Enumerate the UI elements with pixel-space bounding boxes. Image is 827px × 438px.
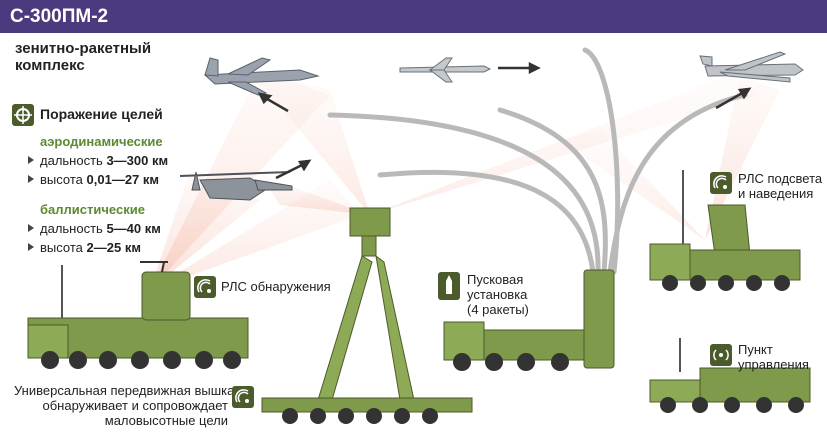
tower-label: Универсальная передвижная вышка обнаружи… [14,383,235,428]
radar-icon [194,276,216,298]
missile-trajectories [327,47,748,275]
missile-arrows [257,61,752,180]
title-bar: С-300ПМ-2 [0,0,827,33]
mobile-tower [261,207,473,424]
missile-icon [438,272,460,300]
subtitle-line-2: комплекс [15,57,85,74]
aero-heading: аэродинамические [40,134,163,149]
launcher-vehicle [443,269,615,371]
command-post-vehicle [649,338,811,413]
drone-icon [699,51,804,83]
command-post-label: Пункт управления [738,342,809,372]
detection-radar-label: РЛС обнаружения [221,279,331,294]
detection-radar-vehicle [27,261,249,369]
page-title: С-300ПМ-2 [10,6,109,27]
ballistic-heading: баллистические [40,202,145,217]
launcher-label: Пусковая установка (4 ракеты) [467,272,529,317]
target-icon [12,104,34,126]
subtitle-line-1: зенитно-ракетный [15,40,152,57]
radar-icon [710,172,732,194]
cruise-missile-icon [399,57,492,83]
guidance-radar-vehicle [649,170,801,291]
aero-range-row: дальность 3—300 км [28,153,168,168]
helicopter-icon [179,171,293,201]
aero-height-row: высота 0,01—27 км [28,172,159,187]
fighter-jet-icon [203,57,320,96]
ballistic-height-row: высота 2—25 км [28,240,141,255]
guidance-radar-label: РЛС подсвета и наведения [738,171,823,201]
antenna-icon [710,344,732,366]
ballistic-range-row: дальность 5—40 км [28,221,161,236]
subtitle: зенитно-ракетный комплекс [15,40,151,74]
radar-icon [232,386,254,408]
defeat-heading: Поражение целей [40,106,163,122]
